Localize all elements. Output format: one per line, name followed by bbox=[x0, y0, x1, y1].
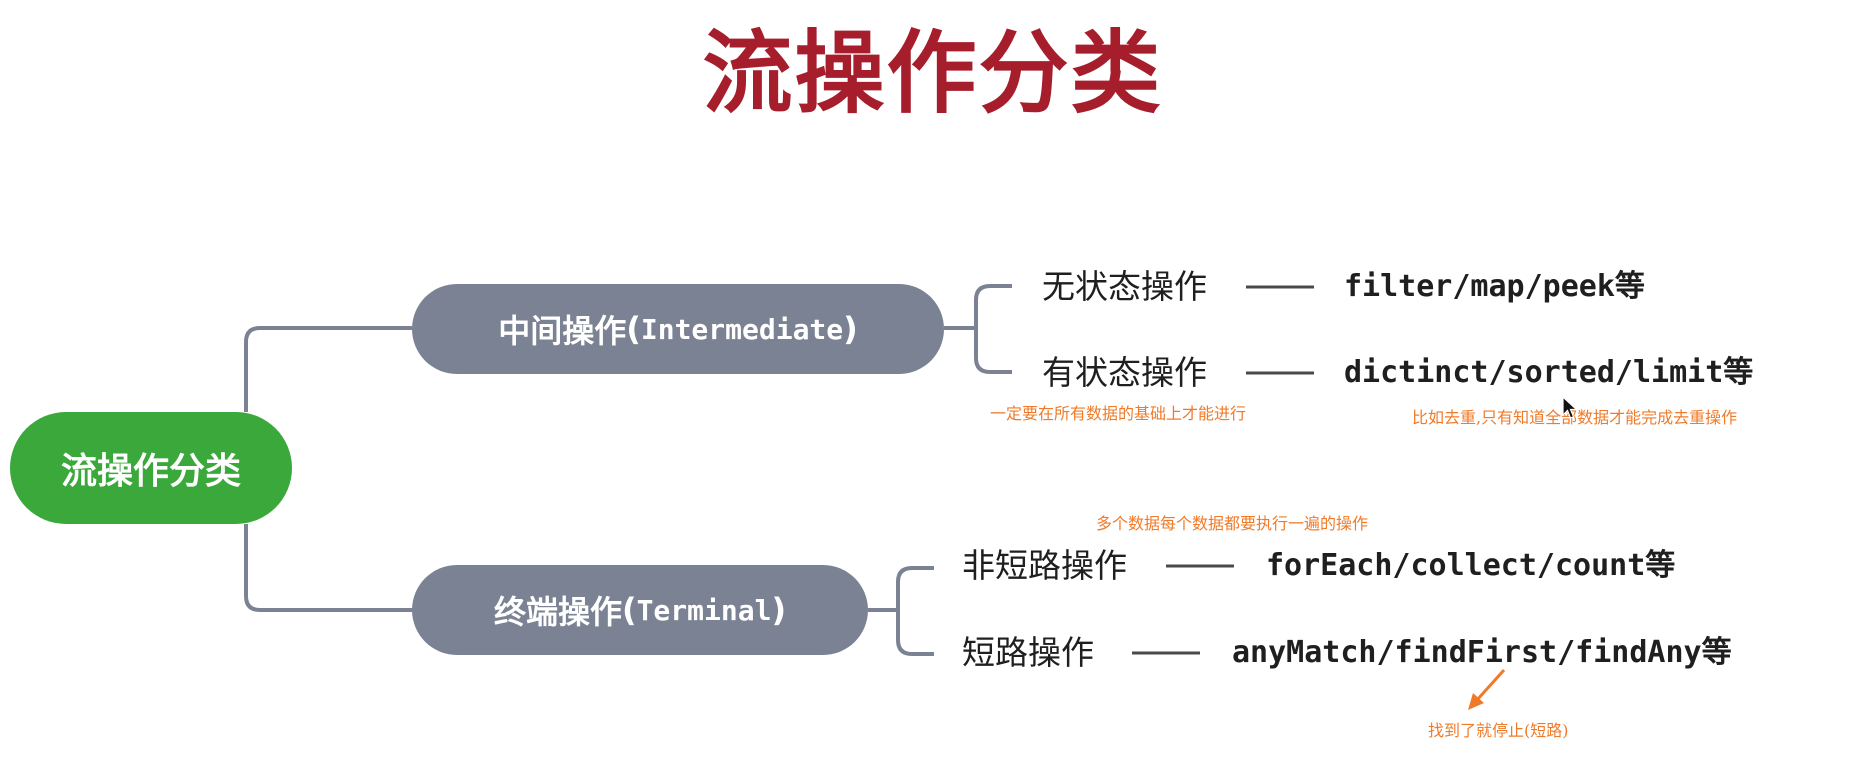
connector-root-terminal bbox=[244, 524, 412, 612]
leaf-label-stateless: 无状态操作 bbox=[1042, 267, 1207, 306]
connector-intermediate-bracket bbox=[974, 284, 1012, 374]
note-non-short-circuit: 多个数据每个数据都要执行一遍的操作 bbox=[1096, 514, 1369, 533]
mouse-cursor-icon bbox=[1562, 396, 1578, 419]
leaf-label-stateful: 有状态操作 bbox=[1042, 353, 1207, 392]
root-node-label: 流操作分类 bbox=[60, 451, 241, 492]
branch-node-terminal: 终端操作 ( Terminal ) bbox=[412, 565, 868, 655]
branch-intermediate-cn: 中间操作 bbox=[498, 312, 627, 350]
note-short-circuit: 找到了就停止(短路) bbox=[1428, 721, 1569, 740]
branch-terminal-paren-open: ( bbox=[621, 591, 637, 629]
branch-intermediate-en: Intermediate bbox=[640, 312, 844, 346]
page-title: 流操作分类 bbox=[702, 21, 1163, 126]
leaf-ops-stateful: dictinct/sorted/limit等 bbox=[1344, 355, 1754, 390]
leaf-ops-stateless: filter/map/peek等 bbox=[1344, 269, 1645, 304]
leaf-ops-short-circuit: anyMatch/findFirst/findAny等 bbox=[1232, 635, 1732, 670]
branch-node-intermediate: 中间操作 ( Intermediate ) bbox=[412, 284, 944, 374]
branch-intermediate-paren-open: ( bbox=[626, 310, 641, 348]
leaf-ops-non-short-circuit: forEach/collect/count等 bbox=[1266, 548, 1676, 583]
connector-terminal-bracket bbox=[896, 566, 934, 656]
connector-root-intermediate bbox=[244, 326, 412, 412]
branch-terminal-cn: 终端操作 bbox=[493, 593, 622, 631]
branch-intermediate-paren-close: ) bbox=[843, 310, 858, 348]
branch-terminal-paren-close: ) bbox=[771, 591, 787, 629]
note-arrow-line bbox=[1475, 668, 1506, 702]
root-node: 流操作分类 bbox=[10, 412, 292, 524]
note-stateful-foundation: 一定要在所有数据的基础上才能进行 bbox=[990, 404, 1247, 423]
note-distinct-example: 比如去重,只有知道全部数据才能完成去重操作 bbox=[1412, 408, 1738, 427]
leaf-label-short-circuit: 短路操作 bbox=[962, 633, 1094, 672]
note-arrow-head bbox=[1468, 693, 1484, 710]
leaf-label-non-short-circuit: 非短路操作 bbox=[962, 546, 1127, 585]
branch-terminal-en: Terminal bbox=[636, 593, 772, 627]
